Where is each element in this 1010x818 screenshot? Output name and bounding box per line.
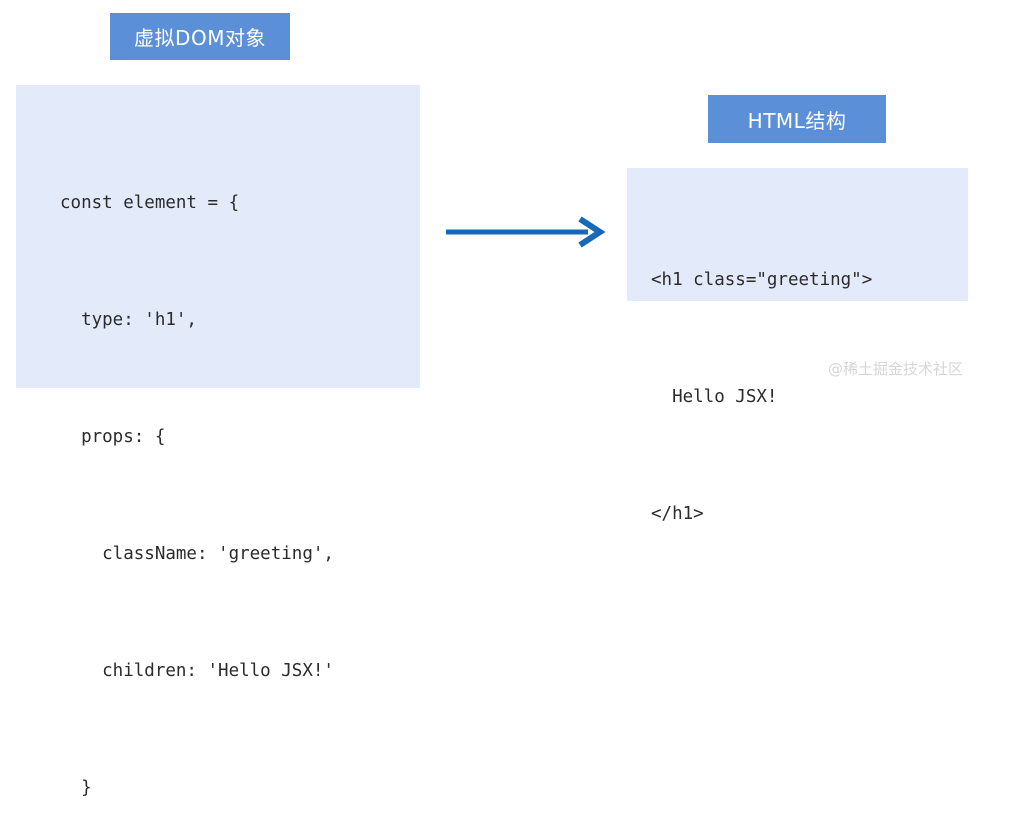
html-structure-code-panel: <h1 class="greeting"> Hello JSX! </h1> (627, 168, 968, 524)
diagram-canvas: 虚拟DOM对象 const element = { type: 'h1', pr… (16, 13, 968, 798)
code-line: className: 'greeting', (60, 544, 334, 564)
watermark: @稀土掘金技术社区 (828, 360, 964, 378)
html-structure-label-text: HTML结构 (747, 108, 847, 133)
code-line: children: 'Hello JSX!' (60, 661, 334, 681)
code-line: <h1 class="greeting"> (651, 270, 873, 290)
code-line: type: 'h1', (60, 310, 197, 330)
code-line: Hello JSX! (651, 387, 778, 407)
virtual-dom-label-chip: 虚拟DOM对象 (110, 13, 290, 60)
code-line: const element = { (60, 193, 240, 213)
code-line: } (60, 778, 92, 798)
code-line: </h1> (651, 504, 704, 524)
right-arrow-icon (446, 216, 606, 248)
html-structure-label-chip: HTML结构 (708, 95, 886, 143)
virtual-dom-code-panel: const element = { type: 'h1', props: { c… (16, 85, 420, 798)
code-line: props: { (60, 427, 166, 447)
virtual-dom-label-text: 虚拟DOM对象 (134, 26, 266, 50)
